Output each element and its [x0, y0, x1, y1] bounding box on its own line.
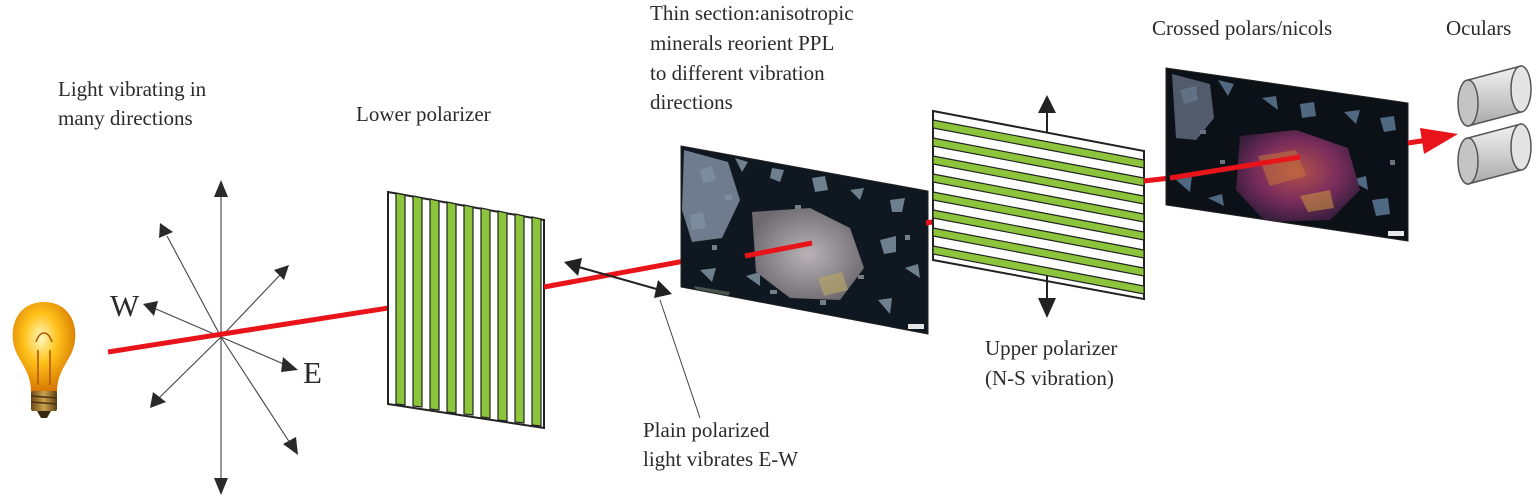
- upper-polarizer-line-2: (N-S vibration): [985, 366, 1114, 390]
- west-label: W: [110, 288, 140, 323]
- thin-section-label: Thin section:anisotropic minerals reorie…: [650, 1, 859, 114]
- light-beam-segment-2: [543, 257, 691, 290]
- upper-polarizer-label: Upper polarizer (N-S vibration): [985, 336, 1123, 390]
- lower-polarizer-label: Lower polarizer: [356, 102, 491, 126]
- plain-polarized-line-1: Plain polarized: [643, 418, 770, 442]
- upper-polarizer: [932, 109, 1145, 301]
- crossed-polars-label: Crossed polars/nicols: [1152, 16, 1332, 40]
- light-beam-segment-6: [1169, 154, 1301, 181]
- lower-polarizer: [387, 190, 545, 430]
- light-beam-segment-3: [744, 240, 813, 259]
- light-label-line-2: many directions: [58, 106, 193, 130]
- light-label: Light vibrating in many directions: [58, 77, 211, 130]
- oculars-label: Oculars: [1446, 16, 1511, 40]
- upper-polarizer-line-1: Upper polarizer: [985, 336, 1117, 360]
- thin-section-line-1: Thin section:anisotropic: [650, 1, 854, 25]
- east-label: E: [303, 355, 322, 390]
- thin-section-ppl-image: [680, 145, 929, 335]
- thin-section-line-2: minerals reorient PPL: [650, 31, 834, 55]
- thin-section-xpl-image: [1165, 67, 1409, 242]
- plain-polarized-line-2: light vibrates E-W: [643, 447, 798, 471]
- ew-vibration-arrow: [564, 258, 672, 298]
- ns-vibration-arrows: [1038, 95, 1056, 318]
- ocular-lens-icon: [1457, 65, 1532, 185]
- light-label-line-1: Light vibrating in: [58, 77, 207, 101]
- light-bulb-icon: [12, 302, 76, 418]
- thin-section-line-3: to different vibration: [650, 61, 825, 85]
- thin-section-line-4: directions: [650, 90, 733, 114]
- beam-arrowhead-2: [1420, 128, 1458, 154]
- ppl-leader-line: [659, 299, 701, 419]
- vibration-directions-star: [143, 180, 298, 495]
- plain-polarized-label: Plain polarized light vibrates E-W: [643, 418, 798, 471]
